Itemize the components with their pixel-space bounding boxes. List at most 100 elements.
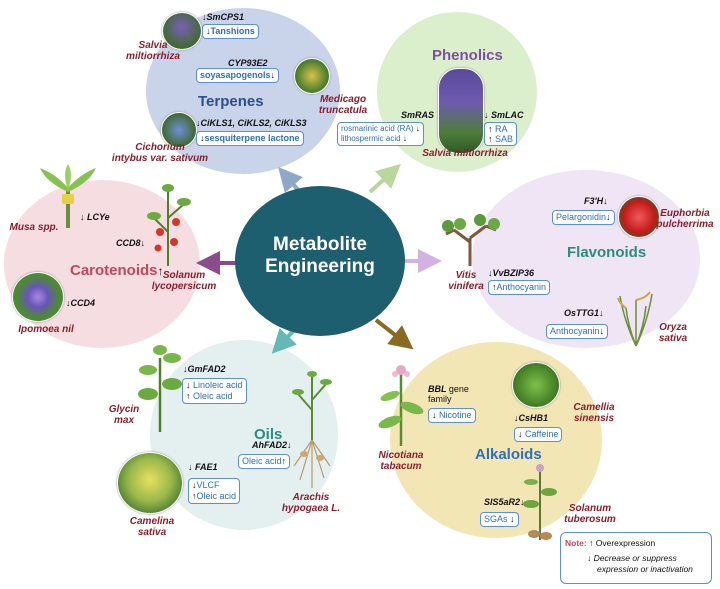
flavonoids-gene-1-text: F3'H (584, 196, 604, 206)
solanum-tuberosum-plant-icon (523, 464, 557, 540)
terpenes-product-2: soyasapogenols↓ (196, 68, 280, 83)
terpenes-species-2-line2: truncatula (318, 105, 368, 116)
alkaloids-species-1: Nicotiana tabacum (370, 450, 432, 472)
oils-title: Oils (254, 426, 283, 443)
carotenoids-gene-3: ↓CCD4 (66, 298, 95, 308)
phenolics-products-left: rosmarinic acid (RA) ↓ lithospermic acid… (337, 122, 424, 146)
phenolics-gene-1: SmRAS (401, 110, 435, 120)
flavonoids-species-2: Vitis vinifera (446, 270, 486, 292)
ipomoea-photo (12, 272, 64, 322)
terpenes-species-2-line1: Medicago (319, 94, 367, 105)
camelina-photo (117, 452, 183, 514)
terpenes-species-1-line1: Salvia (138, 40, 168, 51)
phenolics-species: Salvia miltiorrhiza (422, 148, 508, 159)
down-arrow-icon: ↓ (488, 268, 493, 278)
alkaloids-species-2-line2: sinensis (573, 413, 615, 424)
oryza-plant-icon (617, 291, 653, 347)
alkaloids-gene-3-text: SlS5aR2 (484, 497, 521, 507)
alkaloids-product-3: SGAs ↓ (480, 512, 519, 527)
legend-label: Note: (565, 538, 587, 548)
down-arrow-icon: ↓ (510, 514, 515, 524)
camellia-photo (512, 362, 560, 408)
flavonoids-product-2-text: Anthocyanin (496, 282, 547, 292)
phenolics-product-4-text: SAB (495, 134, 514, 144)
down-arrow-icon: ↓ (202, 12, 207, 22)
terpenes-product-3-text: sesquiterpene lactone (204, 133, 300, 143)
euphorbia-photo (618, 196, 660, 238)
terpenes-species-3-line1: Cichorium (135, 142, 185, 153)
alkaloids-gene-1-word: gene (448, 384, 469, 394)
terpenes-species-2: Medicago truncatula (308, 94, 378, 116)
oils-product-5-row: ↑Oleic acid (192, 491, 236, 502)
flavonoids-gene-3-text: OsTTG1 (564, 308, 600, 318)
down-arrow-icon: ↓ (80, 212, 85, 222)
down-arrow-icon: ↓ (415, 124, 420, 133)
alkaloids-product-1-text: Nicotine (439, 410, 472, 420)
alkaloids-gene-2-text: CsHB1 (518, 413, 549, 423)
terpenes-species-3-line2: intybus var. sativum (111, 153, 209, 164)
oils-species-3-line2: sativa (137, 527, 167, 538)
down-arrow-icon: ↓ (518, 429, 523, 439)
alkaloids-product-3-text: SGAs (484, 514, 508, 524)
down-arrow-icon: ↓ (183, 364, 188, 374)
center-title: Metabolite Engineering (235, 234, 405, 278)
down-arrow-icon: ↓ (192, 480, 197, 490)
up-arrow-icon: ↑ (589, 538, 594, 548)
cichorium-photo (161, 112, 197, 148)
phenolics-gene-2: ↓ SmLAC (484, 110, 524, 120)
flavonoids-circle (472, 170, 700, 348)
flavonoids-product-2: ↑Anthocyanin (488, 280, 551, 295)
alkaloids-species-1-line1: Nicotiana (378, 450, 424, 461)
oils-product-4-text: VLCF (196, 480, 220, 490)
oils-gene-2-text: AhFAD2 (252, 440, 288, 450)
up-arrow-icon: ↑ (186, 391, 191, 401)
alkaloids-species-1-line2: tabacum (380, 461, 422, 472)
alkaloids-gene-1-text: BBL (428, 384, 447, 394)
nicotiana-plant-icon (378, 365, 424, 446)
down-arrow-icon: ↓ (206, 26, 211, 36)
legend-down-text-2: expression or inactivation (597, 564, 693, 574)
flavonoids-product-1: Pelargonidin↓ (552, 210, 615, 225)
oils-product-3: Oleic acid↑ (238, 454, 291, 469)
legend-row-down: ↓ Decrease or suppress (587, 553, 677, 563)
alkaloids-species-3: Solanum tuberosum (560, 503, 620, 525)
oils-species-1-line2: max (113, 415, 134, 426)
down-arrow-icon: ↓ (599, 326, 605, 336)
carotenoids-title-text: Carotenoids (70, 262, 158, 279)
oils-gene-3-text: FAE1 (195, 462, 218, 472)
center-title-line2: Engineering (265, 256, 375, 277)
center-title-line1: Metabolite (273, 234, 367, 255)
down-arrow-icon: ↓ (140, 238, 146, 248)
terpenes-gene-1: ↓SmCPS1 (202, 12, 244, 22)
oils-products-1: ↓ Linoleic acid ↑ Oleic acid (182, 378, 247, 404)
terpenes-gene-3-text: CiKLS1, CiKLS2, CiKLS3 (200, 118, 307, 128)
phenolics-product-1-text: rosmarinic acid (RA) (341, 124, 414, 133)
phenolics-product-3-row: ↑ RA (488, 124, 513, 134)
down-arrow-icon: ↓ (484, 110, 489, 120)
oils-product-5-text: Oleic acid (196, 491, 237, 501)
oils-gene-2: AhFAD2↓ (252, 440, 292, 450)
alkaloids-species-2: Camellia sinensis (566, 402, 622, 424)
up-arrow-icon: ↑ (488, 124, 493, 134)
alkaloids-product-1: ↓ Nicotine (428, 408, 476, 423)
alkaloids-title: Alkaloids (475, 446, 542, 463)
vitis-plant-icon (442, 214, 500, 266)
terpenes-product-2-text: soyasapogenols (200, 70, 271, 80)
oils-product-1-text: Linoleic acid (193, 380, 243, 390)
arrow-to-phenolics (368, 163, 401, 194)
flavonoids-gene-2: ↓VvBZIP36 (488, 268, 534, 278)
oils-species-2-line2: hypogaea L. (281, 503, 341, 514)
alkaloids-gene-1: BBL gene family (428, 384, 469, 404)
down-arrow-icon: ↓ (188, 462, 193, 472)
flavonoids-species-3-line2: sativa (658, 333, 688, 344)
terpenes-gene-3: ↓CiKLS1, CiKLS2, CiKLS3 (196, 118, 307, 128)
legend-up-text: Overexpression (595, 538, 656, 548)
musa-plant-icon (40, 164, 96, 228)
up-arrow-icon: ↑ (157, 264, 164, 278)
oils-species-2: Arachis hypogaea L. (274, 492, 348, 514)
carotenoids-gene-3-text: CCD4 (70, 298, 96, 308)
terpenes-product-1-text: Tanshions (210, 26, 255, 36)
alkaloids-product-2-text: Caffeine (525, 429, 559, 439)
flavonoids-gene-2-text: VvBZIP36 (492, 268, 535, 278)
up-arrow-icon: ↑ (281, 456, 287, 466)
